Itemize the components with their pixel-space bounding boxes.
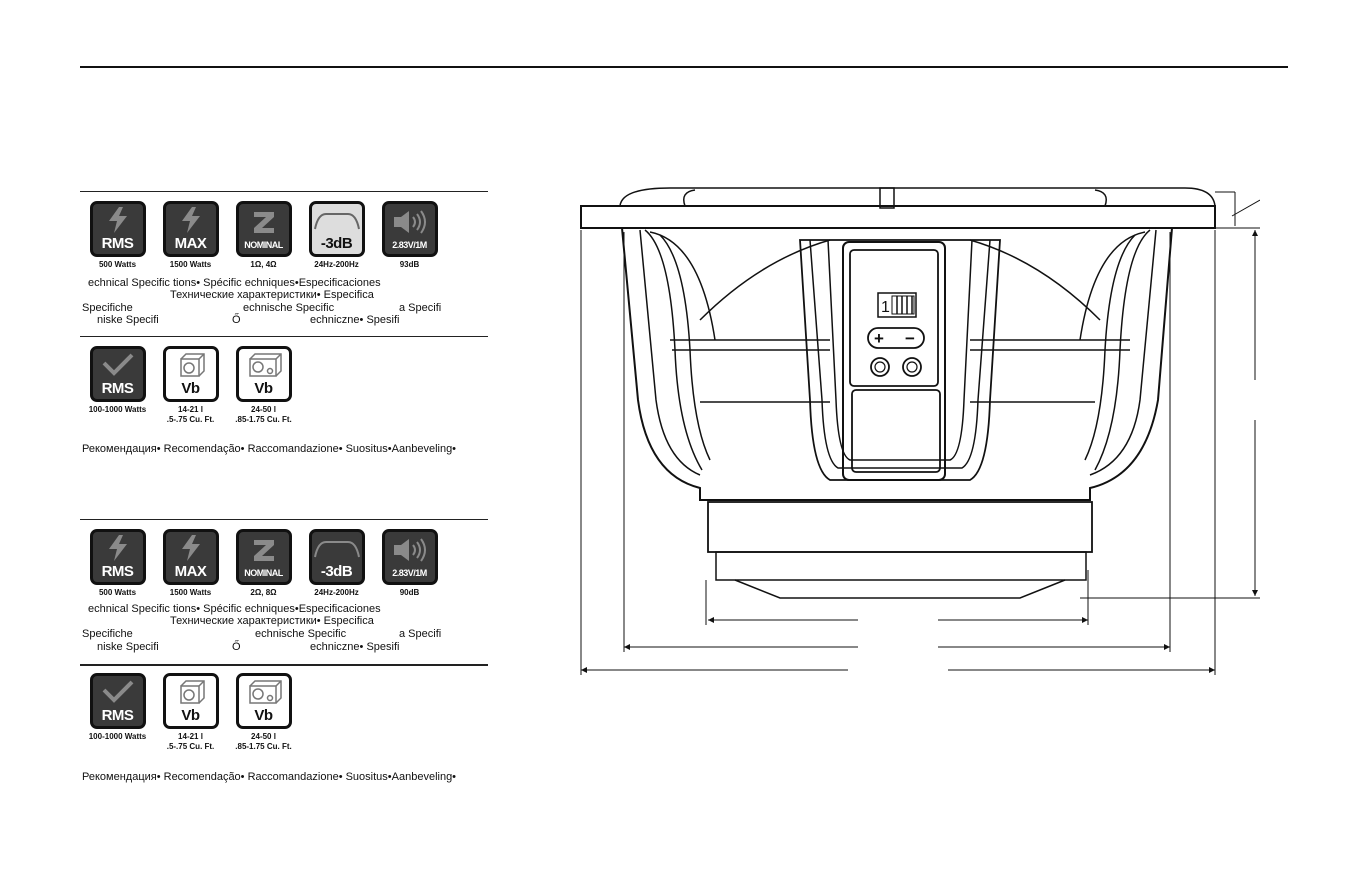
spec-rms-value: 500 Watts <box>98 588 137 597</box>
lightning-icon: RMS <box>89 201 146 257</box>
spec-max: MAX 1500 Watts <box>154 201 227 269</box>
rec-rms-word: RMS <box>101 707 134 724</box>
recommendation-languages: Рекомендация• Recomendação• Raccomandazi… <box>82 771 457 783</box>
spec-sensitivity-word: 2.83V/1M <box>392 240 427 250</box>
rec-sealed: Vb 14-21 l .5-.75 Cu. Ft. <box>154 673 227 751</box>
spec-impedance-value: 1Ω, 4Ω <box>250 260 277 269</box>
spec-frequency-value: 24Hz-200Hz <box>314 260 359 269</box>
rec-rms: RMS 100-1000 Watts <box>81 673 154 751</box>
spec-languages-line-1: echnical Specific tions• Spécific echniq… <box>88 277 381 289</box>
rec-sealed-word: Vb <box>181 380 200 397</box>
rec-sealed-liters: 14-21 l <box>178 732 203 741</box>
rec-sealed-liters: 14-21 l <box>178 405 203 414</box>
spec-impedance: NOMINAL 2Ω, 8Ω <box>227 529 300 597</box>
rec-ported-cuft: .85-1.75 Cu. Ft. <box>235 415 292 424</box>
spec-languages-o: Ő <box>232 314 241 326</box>
spec-rms-word: RMS <box>101 235 134 252</box>
spec-languages-niske: niske Specifi <box>97 314 159 326</box>
spec-rms: RMS 500 Watts <box>81 529 154 597</box>
spec-max: MAX 1500 Watts <box>154 529 227 597</box>
rec-sealed-cuft: .5-.75 Cu. Ft. <box>166 742 215 751</box>
spec-frequency-word: -3dB <box>320 235 353 252</box>
speaker-icon: 2.83V/1M <box>381 201 438 257</box>
spec-sensitivity: 2.83V/1M 90dB <box>373 529 446 597</box>
page-top-rule <box>80 66 1288 68</box>
ported-box-icon: Vb <box>235 673 292 729</box>
spec-impedance-word: NOMINAL <box>244 240 283 250</box>
spec-languages-specifi: a Specifi <box>399 628 442 640</box>
response-curve-icon: -3dB <box>308 529 365 585</box>
spec-impedance-value: 2Ω, 8Ω <box>250 588 277 597</box>
speaker-icon: 2.83V/1M <box>381 529 438 585</box>
recommendation-languages: Рекомендация• Recomendação• Raccomandazi… <box>82 443 457 455</box>
spec-languages-techniczne: echniczne• Spesifi <box>310 641 400 653</box>
spec-sensitivity: 2.83V/1M 93dB <box>373 201 446 269</box>
lightning-icon: MAX <box>162 201 219 257</box>
spec-rms: RMS 500 Watts <box>81 201 154 269</box>
rec-sealed: Vb 14-21 l .5-.75 Cu. Ft. <box>154 346 227 424</box>
rec-ported-liters: 24-50 l <box>251 732 276 741</box>
rec-ported-word: Vb <box>254 380 273 397</box>
rec-rms-value: 100-1000 Watts <box>88 405 147 414</box>
spec-max-word: MAX <box>174 563 207 580</box>
spec-languages-techniczne: echniczne• Spesifi <box>310 314 400 326</box>
spec-languages-line-1: echnical Specific tions• Spécific echniq… <box>88 603 381 615</box>
spec-rms-value: 500 Watts <box>98 260 137 269</box>
section-1-mid-rule <box>80 336 488 337</box>
terminal-minus-label: − <box>905 329 915 348</box>
spec-impedance-word: NOMINAL <box>244 568 283 578</box>
sealed-box-icon: Vb <box>162 673 219 729</box>
spec-languages-specifi: a Specifi <box>399 302 442 314</box>
spec-rms-word: RMS <box>101 563 134 580</box>
spec-max-value: 1500 Watts <box>169 260 212 269</box>
terminal-plus-label: + <box>874 329 884 348</box>
sealed-box-icon: Vb <box>162 346 219 402</box>
spec-max-value: 1500 Watts <box>169 588 212 597</box>
rec-ported-liters: 24-50 l <box>251 405 276 414</box>
rec-rms: RMS 100-1000 Watts <box>81 346 154 424</box>
section-2-recommended-icons: RMS 100-1000 Watts Vb 14-21 l .5-.75 Cu.… <box>81 673 300 751</box>
section-2-mid-rule <box>80 664 488 666</box>
spec-impedance: NOMINAL 1Ω, 4Ω <box>227 201 300 269</box>
spec-languages-specifiche: Specifiche <box>82 302 133 314</box>
spec-languages-technische: echnische Specific <box>255 628 347 640</box>
rec-sealed-cuft: .5-.75 Cu. Ft. <box>166 415 215 424</box>
rec-ported: Vb 24-50 l .85-1.75 Cu. Ft. <box>227 346 300 424</box>
spec-languages-o: Ő <box>232 641 241 653</box>
ported-box-icon: Vb <box>235 346 292 402</box>
section-1-recommended-icons: RMS 100-1000 Watts Vb 14-21 l .5-.75 Cu.… <box>81 346 300 424</box>
spec-sensitivity-value: 93dB <box>399 260 420 269</box>
check-icon: RMS <box>89 673 146 729</box>
rec-sealed-word: Vb <box>181 707 200 724</box>
section-1-spec-icons: RMS 500 Watts MAX 1500 Watts NOMINAL 1Ω,… <box>81 201 446 269</box>
subwoofer-side-view-drawing: 1 + − <box>580 187 1260 675</box>
spec-languages-specifiche: Specifiche <box>82 628 133 640</box>
spec-frequency: -3dB 24Hz-200Hz <box>300 201 373 269</box>
z-icon: NOMINAL <box>235 201 292 257</box>
check-icon: RMS <box>89 346 146 402</box>
spec-sensitivity-word: 2.83V/1M <box>392 568 427 578</box>
rec-rms-word: RMS <box>101 380 134 397</box>
spec-max-word: MAX <box>174 235 207 252</box>
lightning-icon: MAX <box>162 529 219 585</box>
impedance-switch-label: 1 <box>881 299 890 316</box>
z-icon: NOMINAL <box>235 529 292 585</box>
rec-ported-cuft: .85-1.75 Cu. Ft. <box>235 742 292 751</box>
section-2-spec-icons: RMS 500 Watts MAX 1500 Watts NOMINAL 2Ω,… <box>81 529 446 597</box>
spec-sensitivity-value: 90dB <box>399 588 420 597</box>
section-2-top-rule <box>80 519 488 520</box>
spec-languages-technische: echnische Specific <box>243 302 335 314</box>
rec-ported: Vb 24-50 l .85-1.75 Cu. Ft. <box>227 673 300 751</box>
spec-languages-line-2: Технические характеристики• Especifica <box>170 289 374 301</box>
response-curve-icon: -3dB <box>308 201 365 257</box>
spec-frequency-value: 24Hz-200Hz <box>314 588 359 597</box>
rec-ported-word: Vb <box>254 707 273 724</box>
spec-frequency: -3dB 24Hz-200Hz <box>300 529 373 597</box>
spec-languages-niske: niske Specifi <box>97 641 159 653</box>
lightning-icon: RMS <box>89 529 146 585</box>
rec-rms-value: 100-1000 Watts <box>88 732 147 741</box>
section-1-top-rule <box>80 191 488 192</box>
spec-frequency-word: -3dB <box>320 563 353 580</box>
spec-languages-line-2: Технические характеристики• Especifica <box>170 615 374 627</box>
